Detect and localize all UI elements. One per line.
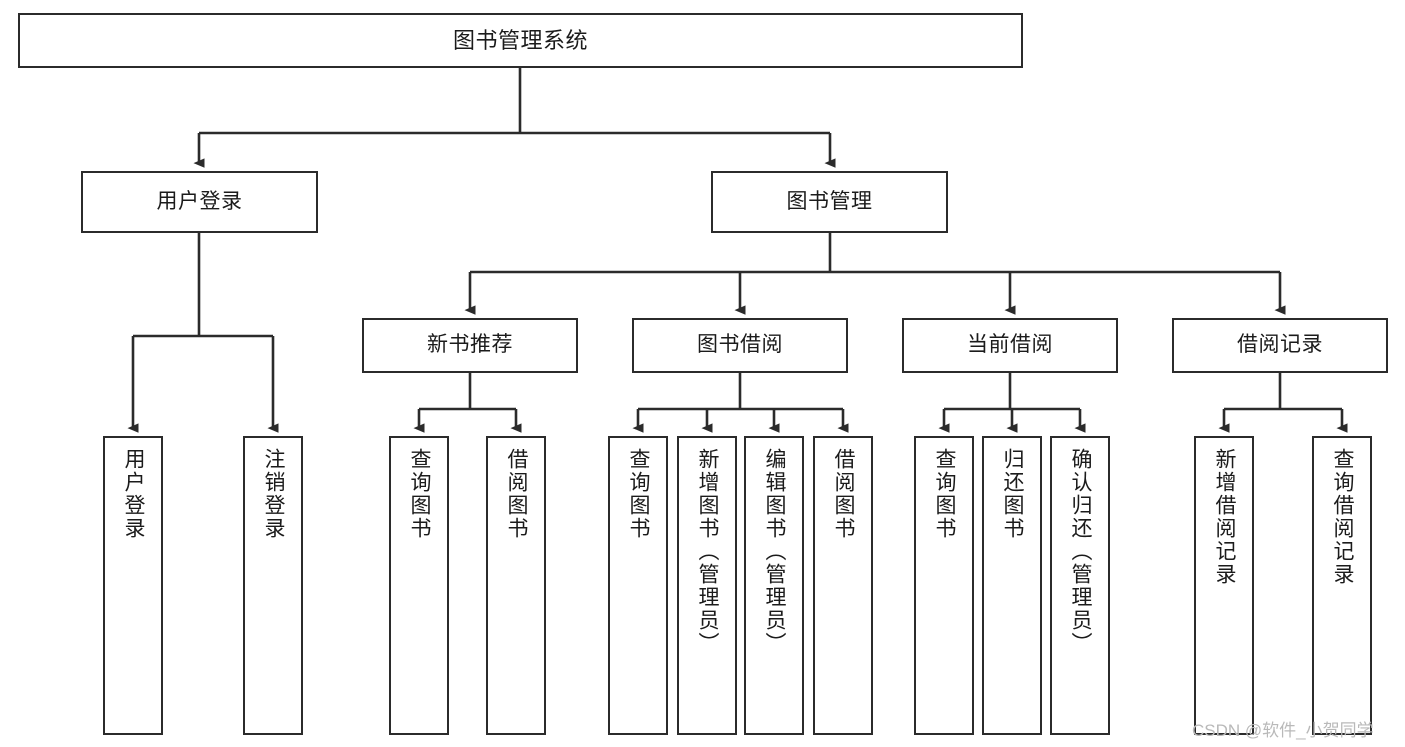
node-label: 查询图书 bbox=[933, 448, 957, 540]
node-label: 借阅记录 bbox=[1237, 333, 1323, 357]
node-label: 当前借阅 bbox=[967, 333, 1053, 357]
node-label: 归还图书 bbox=[1001, 448, 1025, 540]
node-leaf-query-book-2[interactable]: 查询图书 bbox=[608, 436, 668, 735]
node-label: 查询图书 bbox=[408, 448, 432, 540]
node-label: 确认归还（管理员） bbox=[1069, 448, 1093, 655]
node-label: 用户登录 bbox=[122, 448, 146, 540]
node-label: 借阅图书 bbox=[505, 448, 529, 540]
node-label: 查询借阅记录 bbox=[1331, 448, 1355, 586]
node-label: 新书推荐 bbox=[427, 333, 513, 357]
node-leaf-add-book[interactable]: 新增图书（管理员） bbox=[677, 436, 737, 735]
node-label: 新增图书（管理员） bbox=[696, 448, 720, 655]
node-label: 查询图书 bbox=[627, 448, 651, 540]
watermark: CSDN @软件_小贺同学 bbox=[1192, 721, 1374, 740]
node-label: 图书借阅 bbox=[697, 333, 783, 357]
node-book-management[interactable]: 图书管理 bbox=[711, 171, 948, 233]
node-new-book-recommend[interactable]: 新书推荐 bbox=[362, 318, 578, 373]
node-label: 图书管理系统 bbox=[452, 27, 588, 53]
node-leaf-add-record[interactable]: 新增借阅记录 bbox=[1194, 436, 1254, 735]
node-leaf-logout[interactable]: 注销登录 bbox=[243, 436, 303, 735]
node-user-login[interactable]: 用户登录 bbox=[81, 171, 318, 233]
node-root-book-management-system[interactable]: 图书管理系统 bbox=[18, 13, 1023, 68]
node-label: 用户登录 bbox=[156, 189, 243, 213]
node-label: 新增借阅记录 bbox=[1213, 448, 1237, 586]
node-leaf-edit-book[interactable]: 编辑图书（管理员） bbox=[744, 436, 804, 735]
node-leaf-borrow-book-2[interactable]: 借阅图书 bbox=[813, 436, 873, 735]
node-label: 编辑图书（管理员） bbox=[763, 448, 787, 655]
node-leaf-query-book-1[interactable]: 查询图书 bbox=[389, 436, 449, 735]
node-leaf-confirm-return[interactable]: 确认归还（管理员） bbox=[1050, 436, 1110, 735]
node-leaf-user-login[interactable]: 用户登录 bbox=[103, 436, 163, 735]
node-current-borrow[interactable]: 当前借阅 bbox=[902, 318, 1118, 373]
node-label: 借阅图书 bbox=[832, 448, 856, 540]
node-leaf-query-record[interactable]: 查询借阅记录 bbox=[1312, 436, 1372, 735]
node-borrow-record[interactable]: 借阅记录 bbox=[1172, 318, 1388, 373]
node-label: 图书管理 bbox=[786, 189, 873, 213]
node-leaf-query-book-3[interactable]: 查询图书 bbox=[914, 436, 974, 735]
node-book-borrow[interactable]: 图书借阅 bbox=[632, 318, 848, 373]
node-leaf-borrow-book-1[interactable]: 借阅图书 bbox=[486, 436, 546, 735]
node-label: 注销登录 bbox=[262, 448, 286, 540]
node-leaf-return-book[interactable]: 归还图书 bbox=[982, 436, 1042, 735]
